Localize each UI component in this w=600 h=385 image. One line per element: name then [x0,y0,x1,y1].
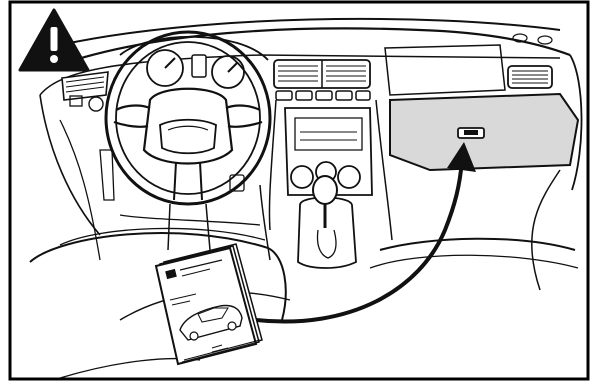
hazard-buttons-row [276,91,370,100]
right-air-vent [508,66,552,88]
glove-compartment-latch [464,130,478,135]
gear-shift-knob [313,176,337,204]
